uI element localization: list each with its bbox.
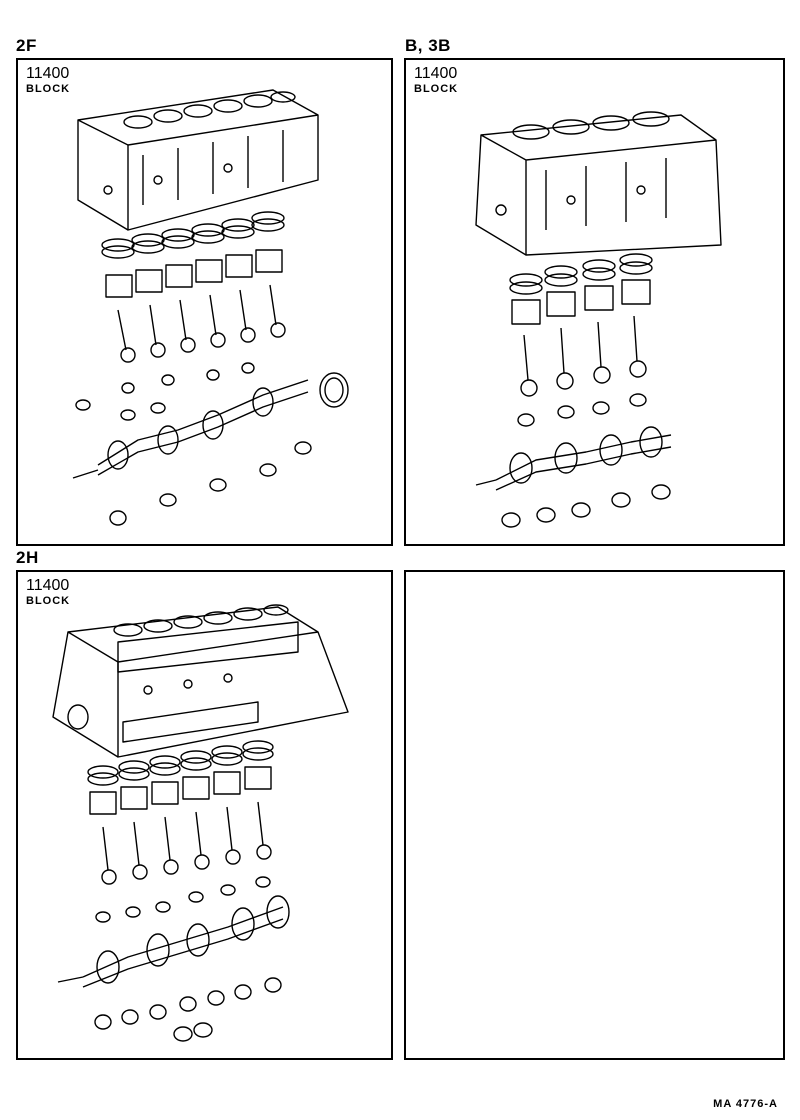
figure-code: MA 4776-A xyxy=(713,1098,778,1110)
part-name: BLOCK xyxy=(414,83,459,95)
engine-label-2f: 2F xyxy=(16,36,37,55)
panel-empty xyxy=(404,570,785,1060)
part-number: 11400 xyxy=(414,65,458,82)
panel-2f: 11400 BLOCK xyxy=(16,58,393,546)
engine-label-2h: 2H xyxy=(16,548,39,567)
part-number: 11400 xyxy=(26,65,70,82)
engine-block-assembly-illustration xyxy=(18,572,391,1058)
part-name: BLOCK xyxy=(26,595,71,607)
engine-label-b-3b: B, 3B xyxy=(405,36,451,55)
part-number: 11400 xyxy=(26,577,70,594)
part-name: BLOCK xyxy=(26,83,71,95)
engine-block-assembly-illustration xyxy=(18,60,391,544)
panel-b-3b: 11400 BLOCK xyxy=(404,58,785,546)
engine-block-assembly-illustration xyxy=(406,60,783,544)
panel-2h: 11400 BLOCK xyxy=(16,570,393,1060)
